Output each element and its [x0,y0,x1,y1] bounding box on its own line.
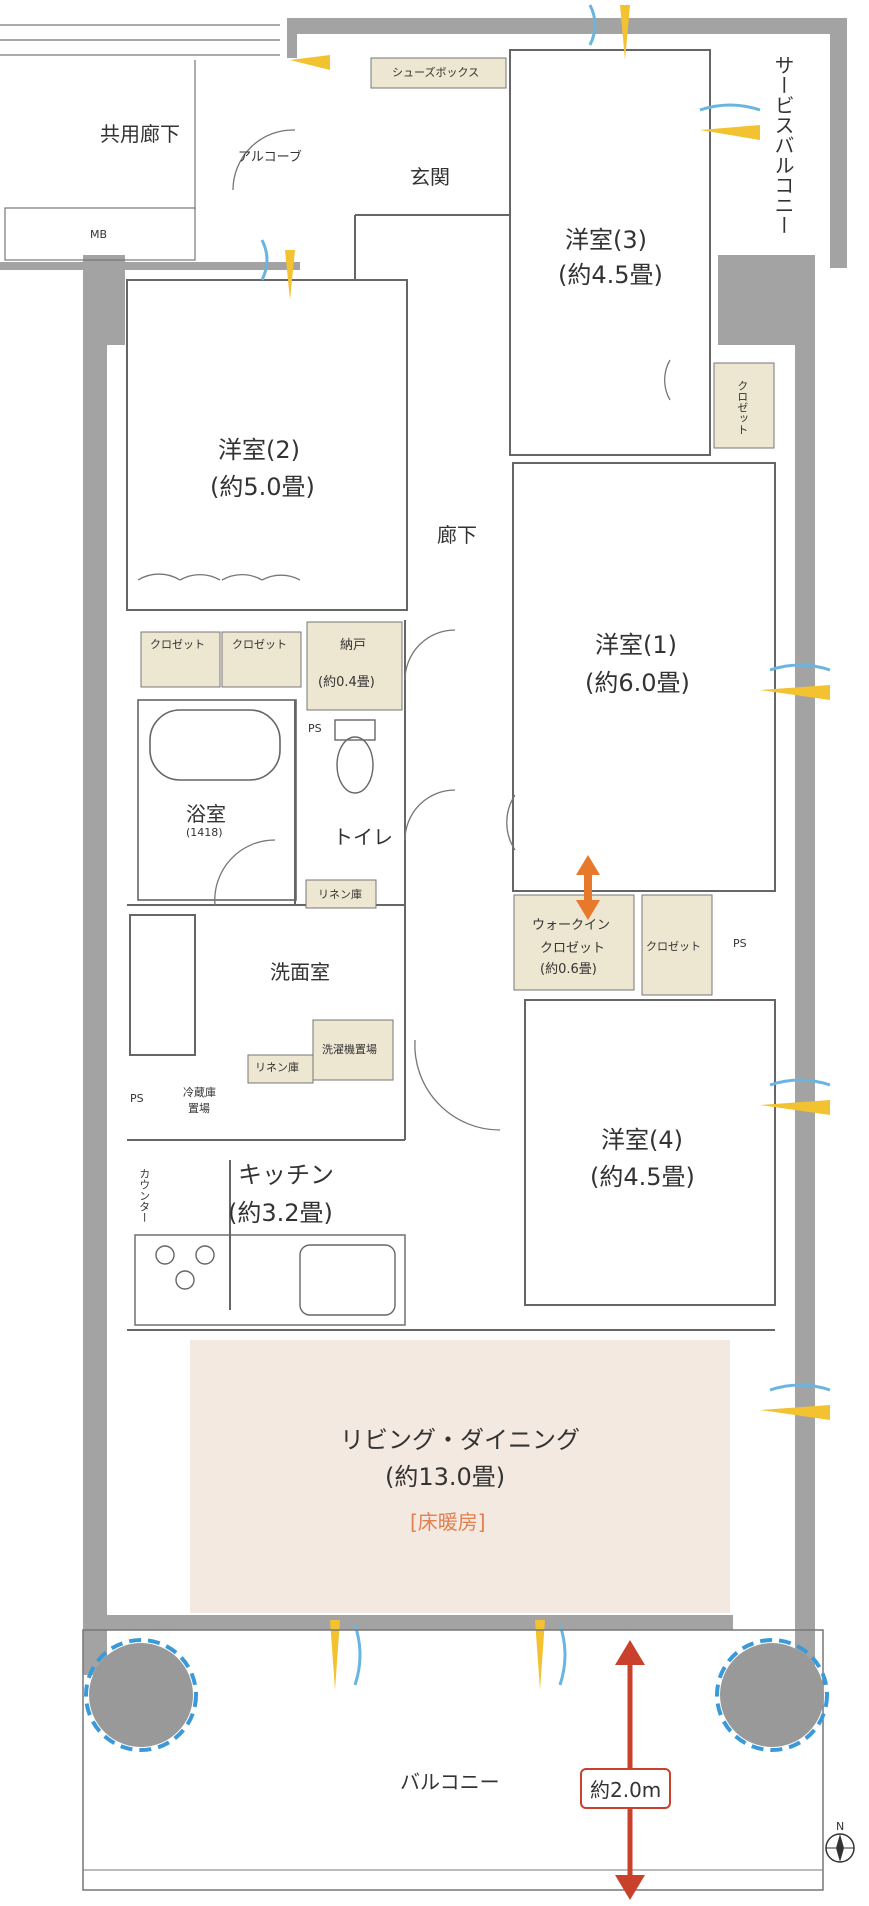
label-storage-size: (約0.4畳) [318,675,375,690]
storage-fills [140,57,775,1084]
label-shared-corridor: 共用廊下 [100,122,180,146]
label-corridor: 廊下 [437,523,477,547]
label-living: リビング・ダイニング [340,1426,580,1454]
toilet-fixture [334,719,376,794]
label-fridge-line1: 冷蔵庫 [183,1086,216,1099]
label-service-balcony: サービスバルコニー [771,55,795,235]
shared-corridor-area [0,24,280,261]
label-floor-heating: [床暖房] [410,1510,486,1534]
label-western3: 洋室(3) [565,226,647,254]
label-closet-b: クロゼット [232,638,287,651]
label-counter: カウンター [137,1167,151,1223]
label-western4-size: (約4.5畳) [590,1163,695,1191]
label-wic-size: (約0.6畳) [540,962,597,977]
label-washer: 洗濯機置場 [322,1043,377,1056]
label-wic-line2: クロゼット [540,941,606,956]
living-floor-heating-area [190,1340,730,1613]
label-balcony: バルコニー [400,1770,500,1794]
label-linen1: リネン庫 [318,888,362,901]
ventilation-marks [260,4,831,1690]
label-linen2: リネン庫 [255,1061,299,1074]
label-mb: MB [90,228,108,241]
label-shoe-box: シューズボックス [392,66,480,79]
label-washroom: 洗面室 [270,960,330,984]
label-toilet: トイレ [333,825,393,849]
label-storage: 納戸 [340,638,367,653]
label-wic-line1: ウォークイン [532,918,611,933]
label-bath-size: (1418) [186,826,223,839]
label-western2-size: (約5.0畳) [210,473,315,501]
label-western1-size: (約6.0畳) [585,669,690,697]
label-closet-a: クロゼット [150,638,205,651]
label-bath: 浴室 [186,802,226,826]
label-closet-c: クロゼット [646,940,701,953]
label-alcove: アルコーブ [238,150,302,165]
label-western3-size: (約4.5畳) [558,261,663,289]
door-swings [137,129,671,1131]
label-western2: 洋室(2) [218,436,300,464]
label-fridge-line2: 置場 [188,1102,210,1115]
kitchen-counter [134,1234,406,1326]
label-western1: 洋室(1) [595,631,677,659]
label-living-size: (約13.0畳) [385,1463,506,1491]
compass-icon [825,1833,855,1863]
depth-badge: 約2.0m [580,1768,672,1809]
label-entrance: 玄関 [410,165,450,189]
label-north: N [836,1820,845,1833]
label-kitchen-size: (約3.2畳) [228,1199,333,1227]
label-western4: 洋室(4) [601,1126,683,1154]
bathtub [137,699,297,901]
label-ps2: PS [733,937,747,950]
label-ps3: PS [130,1092,144,1105]
interior-walls [126,49,776,1331]
outer-walls [0,18,847,1675]
label-closet-vertical: クロゼット [735,380,749,435]
balcony-area [82,1629,824,1891]
double-arrow-orange [576,855,600,920]
pillars [84,1638,829,1752]
label-kitchen: キッチン [238,1161,334,1189]
label-ps1: PS [308,722,322,735]
